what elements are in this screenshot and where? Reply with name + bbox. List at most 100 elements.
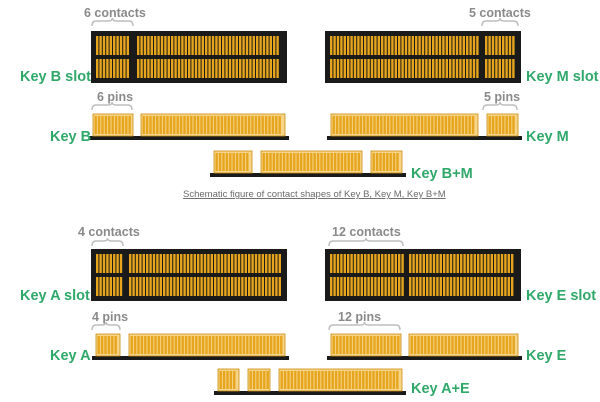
gold-contact — [346, 336, 349, 354]
gold-contact — [137, 36, 140, 55]
gold-contact — [472, 59, 476, 78]
gold-contact — [183, 254, 186, 273]
gold-contact — [465, 116, 468, 134]
gold-contact — [360, 254, 363, 273]
edge-board — [214, 391, 406, 395]
gold-contact — [508, 116, 512, 134]
gold-contact — [396, 371, 399, 389]
gold-contact — [495, 116, 498, 134]
gold-contact — [349, 116, 352, 134]
gold-contact — [96, 59, 99, 78]
gold-contact — [376, 336, 380, 354]
gold-contact — [350, 59, 353, 78]
gold-contact — [256, 59, 259, 78]
gold-contact — [184, 336, 188, 354]
gold-contact — [357, 59, 360, 78]
gold-contact — [328, 371, 331, 389]
gold-contact — [159, 254, 162, 273]
gold-contact — [97, 336, 100, 354]
gold-contact — [333, 254, 336, 273]
key-e-slot-label: Key E slot — [526, 288, 596, 304]
gold-contact — [214, 277, 217, 296]
gold-contact — [196, 116, 200, 134]
gold-contact — [350, 254, 353, 273]
gold-contact — [360, 59, 363, 78]
gold-contact — [203, 254, 207, 273]
count-bracket — [328, 237, 404, 247]
gold-contact — [114, 336, 117, 354]
gold-contact — [266, 36, 269, 55]
gold-contact — [333, 36, 336, 55]
gold-contact — [466, 36, 469, 55]
gold-contact — [102, 277, 106, 296]
gold-contact — [454, 116, 458, 134]
gold-contact — [208, 59, 211, 78]
gold-contact — [432, 254, 436, 273]
gold-contact — [505, 59, 508, 78]
gold-contact — [428, 59, 431, 78]
gold-contact — [174, 36, 177, 55]
gold-contact — [451, 116, 454, 134]
gold-contact — [129, 254, 132, 273]
gold-contact — [498, 116, 502, 134]
gold-contact — [201, 336, 205, 354]
gold-contact — [425, 36, 428, 55]
gold-contact — [330, 59, 333, 78]
gold-contact — [262, 36, 266, 55]
gold-contact — [160, 59, 164, 78]
gold-contact — [439, 254, 442, 273]
gold-contact — [335, 116, 339, 134]
gold-contact — [113, 36, 116, 55]
gold-contact — [235, 336, 239, 354]
gold-contact — [449, 59, 452, 78]
gold-contact — [330, 254, 333, 273]
gold-contact — [366, 116, 369, 134]
gold-contact — [387, 277, 391, 296]
gold-contact — [339, 336, 342, 354]
gold-contact — [200, 116, 203, 134]
gold-contact — [471, 116, 475, 134]
gold-contact — [330, 153, 333, 171]
gold-contact — [273, 59, 276, 78]
gold-contact — [104, 336, 107, 354]
gold-contact — [342, 116, 346, 134]
gold-contact — [401, 277, 404, 296]
gold-contact — [232, 36, 235, 55]
gold-contact — [466, 254, 470, 273]
gold-contact — [210, 254, 213, 273]
gold-contact — [164, 336, 167, 354]
gold-contact — [252, 336, 256, 354]
gold-contact — [387, 254, 391, 273]
gold-contact — [463, 277, 466, 296]
gold-contact — [367, 59, 370, 78]
gold-contact — [446, 254, 449, 273]
gold-contact — [186, 277, 190, 296]
gold-contact — [280, 336, 283, 354]
gold-contact — [215, 153, 218, 171]
gold-contact — [508, 36, 512, 55]
gold-contact — [149, 116, 152, 134]
gold-contact — [232, 153, 235, 171]
gold-contact — [491, 36, 495, 55]
gold-contact — [381, 254, 384, 273]
gold-contact — [364, 59, 367, 78]
gold-contact — [166, 254, 169, 273]
figure-caption: Schematic figure of contact shapes of Ke… — [183, 189, 446, 200]
key-e-slot-count-label: 12 contacts — [332, 225, 401, 239]
gold-contact — [226, 371, 229, 389]
gold-contact — [229, 371, 233, 389]
gold-contact — [171, 36, 174, 55]
gold-contact — [116, 36, 119, 55]
gold-contact — [241, 116, 244, 134]
gold-contact — [383, 116, 386, 134]
gold-contact — [335, 336, 339, 354]
gold-contact — [470, 254, 473, 273]
gold-contact — [193, 116, 196, 134]
gold-contact — [364, 36, 367, 55]
gold-contact — [222, 153, 225, 171]
gold-contact — [244, 277, 247, 296]
gold-contact — [343, 59, 346, 78]
edge-board — [327, 136, 522, 140]
gold-contact — [200, 254, 203, 273]
gold-contact — [290, 371, 294, 389]
